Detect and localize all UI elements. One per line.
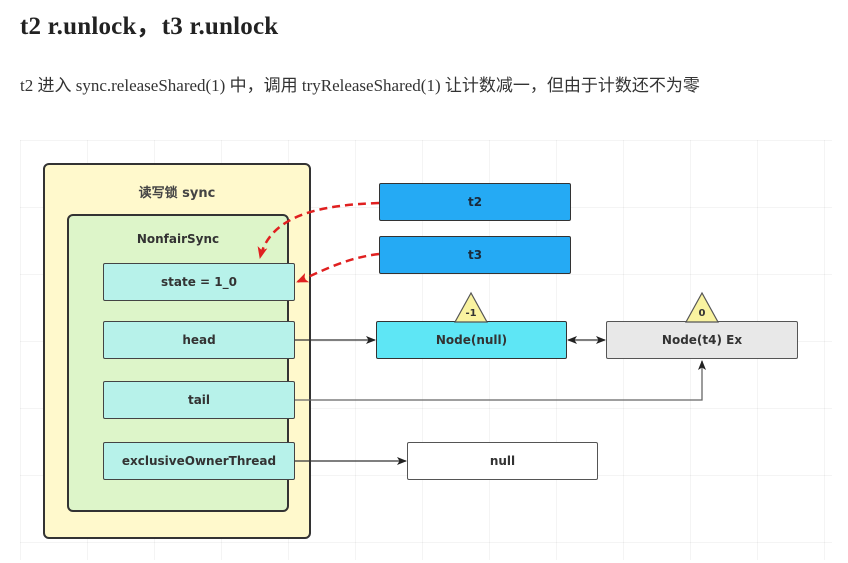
rwlock-sync-label: 读写锁 sync — [138, 186, 216, 201]
nonfair-sync-label: NonfairSync — [136, 232, 220, 246]
description-paragraph: t2 进入 sync.releaseShared(1) 中，调用 tryRele… — [20, 76, 700, 95]
page-title: t2 r.unlock，t3 r.unlock — [20, 13, 279, 40]
tail-field: tail — [103, 381, 295, 419]
owner-null-label: null — [489, 454, 516, 468]
head-field-label: head — [182, 333, 216, 347]
tail-field-label: tail — [187, 393, 211, 407]
owner-null-box: null — [407, 442, 598, 480]
owner-field-label: exclusiveOwnerThread — [121, 454, 277, 468]
thread-t3-label: t3 — [467, 248, 483, 262]
exclusive-owner-thread-field: exclusiveOwnerThread — [103, 442, 295, 480]
state-field-label: state = 1_0 — [161, 275, 237, 289]
node-null-label: Node(null) — [435, 333, 508, 347]
head-field: head — [103, 321, 295, 359]
state-field: state = 1_0 — [103, 263, 295, 301]
thread-t2: t2 — [379, 183, 571, 221]
node-null: Node(null) — [376, 321, 567, 359]
node-t4-label: Node(t4) Ex — [661, 333, 743, 347]
node-t4: Node(t4) Ex — [606, 321, 798, 359]
thread-t3: t3 — [379, 236, 571, 274]
thread-t2-label: t2 — [467, 195, 483, 209]
